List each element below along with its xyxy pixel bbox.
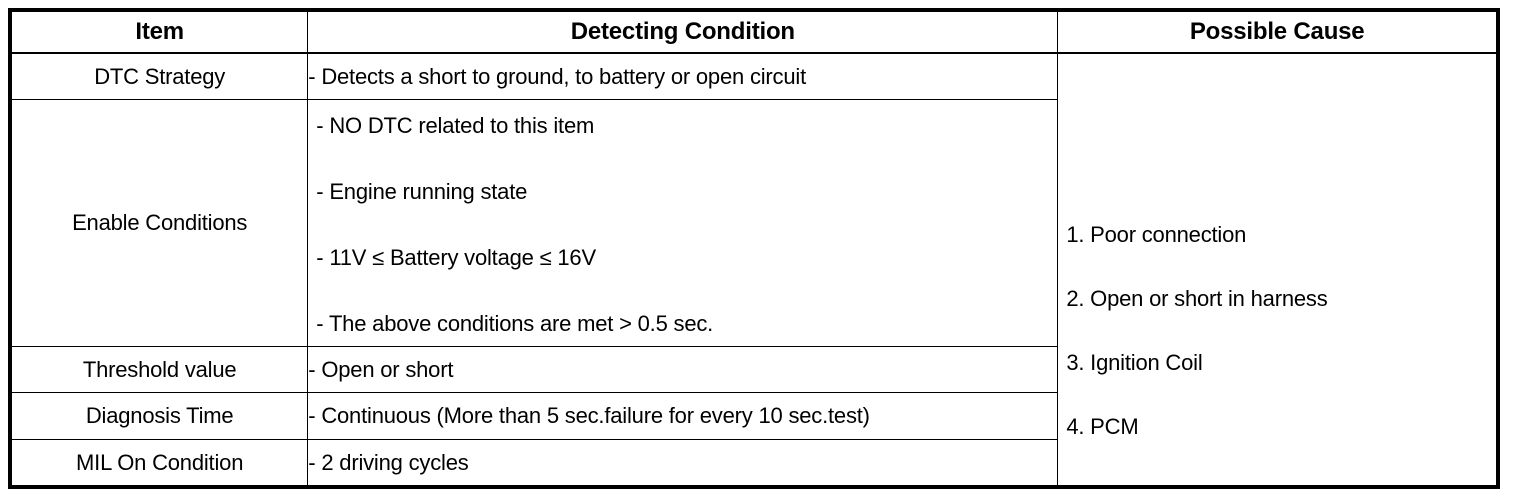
condition-threshold-value: - Open or short <box>307 346 1059 393</box>
item-label-mil-on-condition: MIL On Condition <box>9 439 309 488</box>
enable-condition-bullet-4: - The above conditions are met > 0.5 sec… <box>316 311 714 336</box>
dtc-diagnostic-table: Item Detecting Condition Possible Cause … <box>8 8 1500 489</box>
table-row-diagnosis-time: Diagnosis Time - Continuous (More than 5… <box>9 392 1498 440</box>
condition-dtc-strategy: - Detects a short to ground, to battery … <box>307 52 1059 100</box>
table-row-enable-conditions: Enable Conditions - NO DTC related to th… <box>9 99 1498 347</box>
enable-condition-bullet-1: - NO DTC related to this item <box>316 113 595 138</box>
condition-enable-conditions: - NO DTC related to this item - Engine r… <box>307 99 1059 347</box>
item-label-enable-conditions: Enable Conditions <box>9 99 309 347</box>
cause-item-2: 2. Open or short in harness <box>1066 285 1328 311</box>
header-detecting-condition: Detecting Condition <box>307 9 1059 54</box>
item-label-threshold-value: Threshold value <box>9 346 309 393</box>
header-item: Item <box>9 9 309 54</box>
enable-condition-bullet-2: - Engine running state <box>316 179 528 204</box>
item-label-diagnosis-time: Diagnosis Time <box>9 392 309 440</box>
header-possible-cause: Possible Cause <box>1057 9 1499 54</box>
condition-diagnosis-time: - Continuous (More than 5 sec.failure fo… <box>307 392 1059 440</box>
table-header-row: Item Detecting Condition Possible Cause <box>9 9 1499 54</box>
cause-item-1: 1. Poor connection <box>1066 221 1247 247</box>
enable-conditions-list: - NO DTC related to this item - Engine r… <box>308 101 1057 345</box>
cause-item-3: 3. Ignition Coil <box>1066 349 1203 375</box>
condition-mil-on-condition: - 2 driving cycles <box>307 439 1059 488</box>
cause-item-4: 4. PCM <box>1066 413 1139 439</box>
possible-cause-list: 1. Poor connection 2. Open or short in h… <box>1058 102 1496 438</box>
table-row-threshold-value: Threshold value - Open or short <box>9 346 1498 393</box>
item-label-dtc-strategy: DTC Strategy <box>9 52 309 100</box>
table-row-mil-on-condition: MIL On Condition - 2 driving cycles <box>9 439 1498 488</box>
possible-cause-cell: 1. Poor connection 2. Open or short in h… <box>1057 52 1499 488</box>
enable-condition-bullet-3: - 11V ≤ Battery voltage ≤ 16V <box>316 245 596 270</box>
table-row-dtc-strategy: DTC Strategy - Detects a short to ground… <box>9 52 1499 488</box>
